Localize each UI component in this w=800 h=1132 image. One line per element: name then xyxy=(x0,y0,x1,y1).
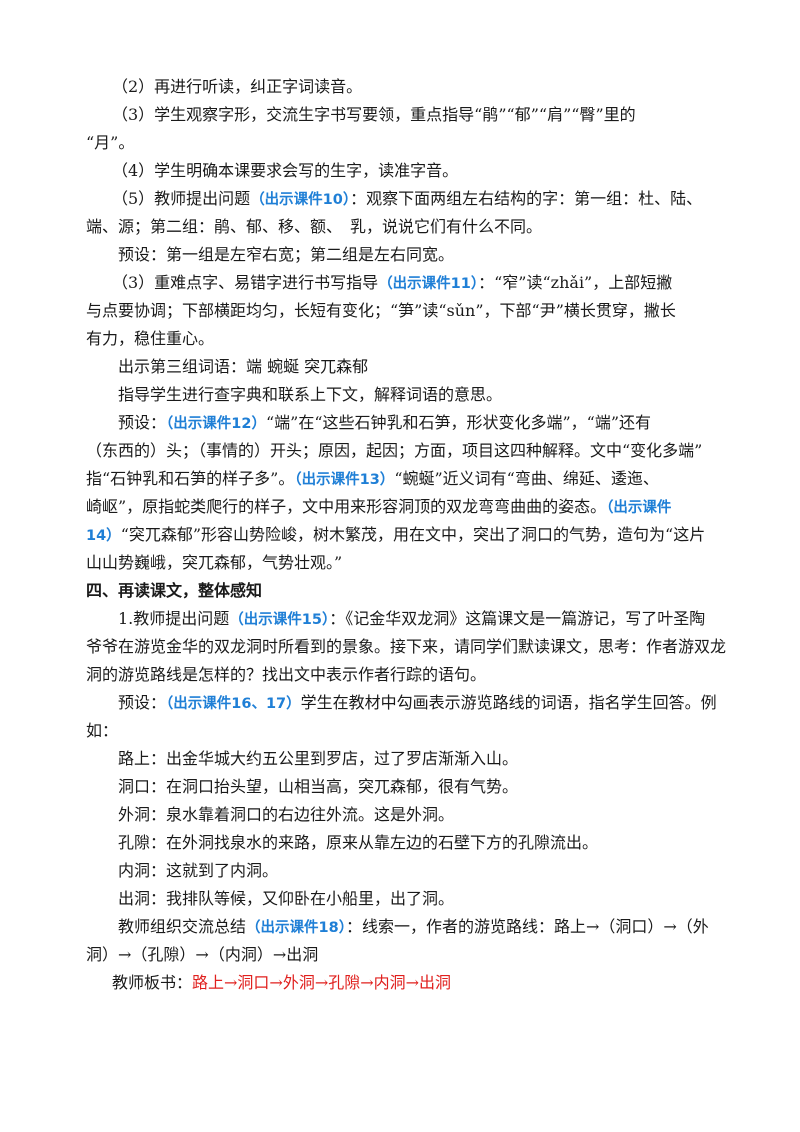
text-line: 1.教师提出问题（出示课件15）：《记金华双龙洞》这篇课文是一篇游记，写了叶圣陶 xyxy=(118,605,705,634)
courseware-ref: 14） xyxy=(86,528,121,544)
text-segment: “蜿蜒”近义词有“弯曲、绵延、逶迤、 xyxy=(394,469,659,488)
text-segment: 洞）→（孔隙）→（内洞）→出洞 xyxy=(86,945,319,964)
text-line: 教师组织交流总结（出示课件18）：线索一，作者的游览路线：路上→（洞口）→（外 xyxy=(118,913,709,942)
text-segment: 外洞：泉水靠着洞口的右边往外流。这是外洞。 xyxy=(118,805,455,824)
text-segment: （3）重难点字、易错字进行书写指导 xyxy=(112,273,379,292)
text-line: 14）“突兀森郁”形容山势险峻，树木繁茂，用在文中，突出了洞口的气势，造句为“这… xyxy=(86,521,705,550)
text-segment: ：线索一，作者的游览路线：路上→（洞口）→（外 xyxy=(345,917,709,936)
text-segment: 路上：出金华城大约五公里到罗店，过了罗店渐渐入山。 xyxy=(118,749,519,768)
text-line: 预设：第一组是左窄右宽；第二组是左右同宽。 xyxy=(118,241,454,269)
text-line: 四、再读课文，整体感知 xyxy=(86,577,262,605)
text-segment: 教师板书： xyxy=(112,973,193,992)
text-segment: 1.教师提出问题 xyxy=(118,609,230,628)
text-segment: （4）学生明确本课要求会写的生字，读准字音。 xyxy=(112,161,459,180)
text-segment: 预设： xyxy=(118,413,167,432)
text-segment: 出示第三组词语：端 蜿蜒 突兀森郁 xyxy=(118,357,369,376)
text-line: （2）再进行听读，纠正字词读音。 xyxy=(112,73,362,101)
text-line: 预设：（出示课件12）“端”在“这些石钟乳和石笋，形状变化多端”，“端”还有 xyxy=(118,409,651,438)
text-segment: （东西的）头；（事情的）开头；原因，起因；方面，项目这四种解释。文中“变化多端” xyxy=(86,441,703,460)
text-segment: 如： xyxy=(86,721,119,740)
text-line: 内洞：这就到了内洞。 xyxy=(118,857,278,885)
text-line: （4）学生明确本课要求会写的生字，读准字音。 xyxy=(112,157,458,185)
courseware-ref: （出示课件16、17） xyxy=(166,696,301,712)
text-segment: 内洞：这就到了内洞。 xyxy=(118,861,279,880)
text-line: 爷爷在游览金华的双龙洞时所看到的景象。接下来，请同学们默读课文，思考：作者游双龙 xyxy=(86,633,726,661)
text-line: 路上：出金华城大约五公里到罗店，过了罗店渐渐入山。 xyxy=(118,745,518,773)
text-segment: 指“石钟乳和石笋的样子多”。 xyxy=(86,469,295,488)
text-segment: 孔隙：在外洞找泉水的来路，原来从靠左边的石壁下方的孔隙流出。 xyxy=(118,833,599,852)
text-segment: “月”。 xyxy=(86,133,135,152)
text-segment: 崎岖”，原指蛇类爬行的样子，文中用来形容洞顶的双龙弯弯曲曲的姿态。 xyxy=(86,497,607,516)
text-segment: （3）学生观察字形，交流生字书写要领，重点指导“鹃”“郁”“肩”“臀”里的 xyxy=(112,105,636,124)
text-line: 如： xyxy=(86,717,118,745)
text-segment: 有力，稳住重心。 xyxy=(86,329,215,348)
text-line: 预设：（出示课件16、17）学生在教材中勾画表示游览路线的词语，指名学生回答。例 xyxy=(118,689,717,718)
text-segment: 爷爷在游览金华的双龙洞时所看到的景象。接下来，请同学们默读课文，思考：作者游双龙 xyxy=(86,637,727,656)
courseware-ref: （出示课件18） xyxy=(246,920,346,936)
courseware-ref: （出示课件13） xyxy=(294,472,395,488)
text-segment: 出洞：我排队等候，又仰卧在小船里，出了洞。 xyxy=(118,889,455,908)
text-segment: 教师组织交流总结 xyxy=(118,917,247,936)
text-line: （东西的）头；（事情的）开头；原因，起因；方面，项目这四种解释。文中“变化多端” xyxy=(86,437,702,465)
text-line: 山山势巍峨，突兀森郁，气势壮观。” xyxy=(86,549,342,577)
text-segment: 山山势巍峨，突兀森郁，气势壮观。” xyxy=(86,553,343,572)
text-line: （3）重难点字、易错字进行书写指导（出示课件11）：“窄”读“zhǎi”，上部短… xyxy=(112,269,672,298)
text-line: 指导学生进行查字典和联系上下文，解释词语的意思。 xyxy=(118,381,502,409)
text-segment: 端、源；第二组：鹃、郁、移、额、 乳，说说它们有什么不同。 xyxy=(86,217,543,236)
text-segment: 指导学生进行查字典和联系上下文，解释词语的意思。 xyxy=(118,385,503,404)
courseware-ref: （出示课件12） xyxy=(166,416,266,432)
text-line: （3）学生观察字形，交流生字书写要领，重点指导“鹃”“郁”“肩”“臀”里的 xyxy=(112,101,636,129)
section-heading: 四、再读课文，整体感知 xyxy=(86,581,263,600)
text-line: 教师板书：路上→洞口→外洞→孔隙→内洞→出洞 xyxy=(112,969,451,997)
text-segment: 洞口：在洞口抬头望，山相当高，突兀森郁，很有气势。 xyxy=(118,777,519,796)
text-line: 洞的游览路线是怎样的？找出文中表示作者行踪的语句。 xyxy=(86,661,486,689)
text-line: 指“石钟乳和石笋的样子多”。（出示课件13）“蜿蜒”近义词有“弯曲、绵延、逶迤、 xyxy=(86,465,659,494)
board-writing: 路上→洞口→外洞→孔隙→内洞→出洞 xyxy=(192,973,452,992)
courseware-ref: （出示课件15） xyxy=(229,612,330,628)
courseware-ref: （出示课件10） xyxy=(250,192,351,208)
text-segment: 预设： xyxy=(118,693,167,712)
text-line: 外洞：泉水靠着洞口的右边往外流。这是外洞。 xyxy=(118,801,454,829)
text-line: 出示第三组词语：端 蜿蜒 突兀森郁 xyxy=(118,353,368,381)
text-line: 有力，稳住重心。 xyxy=(86,325,214,353)
text-segment: （5）教师提出问题 xyxy=(112,189,251,208)
text-segment: 预设：第一组是左窄右宽；第二组是左右同宽。 xyxy=(118,245,455,264)
text-line: “月”。 xyxy=(86,129,134,157)
text-segment: 学生在教材中勾画表示游览路线的词语，指名学生回答。例 xyxy=(300,693,717,712)
text-segment: （2）再进行听读，纠正字词读音。 xyxy=(112,77,363,96)
courseware-ref: （出示课件11） xyxy=(378,276,479,292)
text-line: 端、源；第二组：鹃、郁、移、额、 乳，说说它们有什么不同。 xyxy=(86,213,542,241)
text-line: （5）教师提出问题（出示课件10）：观察下面两组左右结构的字：第一组：杜、陆、 xyxy=(112,185,702,214)
text-line: 出洞：我排队等候，又仰卧在小船里，出了洞。 xyxy=(118,885,454,913)
text-line: 与点要协调；下部横距均匀，长短有变化；“笋”读“sǔn”，下部“尹”横长贯穿，撇… xyxy=(86,297,676,325)
text-segment: “端”在“这些石钟乳和石笋，形状变化多端”，“端”还有 xyxy=(265,413,652,432)
text-segment: ：“窄”读“zhǎi”，上部短撇 xyxy=(478,273,673,292)
text-line: 洞）→（孔隙）→（内洞）→出洞 xyxy=(86,941,318,969)
text-segment: ：《记金华双龙洞》这篇课文是一篇游记，写了叶圣陶 xyxy=(329,609,706,628)
text-segment: “突兀森郁”形容山势险峻，树木繁茂，用在文中，突出了洞口的气势，造句为“这片 xyxy=(120,525,706,544)
courseware-ref: （出示课件 xyxy=(606,500,672,516)
text-segment: 与点要协调；下部横距均匀，长短有变化；“笋”读“sǔn”，下部“尹”横长贯穿，撇… xyxy=(86,301,676,320)
text-line: 洞口：在洞口抬头望，山相当高，突兀森郁，很有气势。 xyxy=(118,773,518,801)
text-line: 崎岖”，原指蛇类爬行的样子，文中用来形容洞顶的双龙弯弯曲曲的姿态。（出示课件 xyxy=(86,493,671,522)
text-line: 孔隙：在外洞找泉水的来路，原来从靠左边的石壁下方的孔隙流出。 xyxy=(118,829,598,857)
text-segment: ：观察下面两组左右结构的字：第一组：杜、陆、 xyxy=(350,189,703,208)
text-segment: 洞的游览路线是怎样的？找出文中表示作者行踪的语句。 xyxy=(86,665,487,684)
